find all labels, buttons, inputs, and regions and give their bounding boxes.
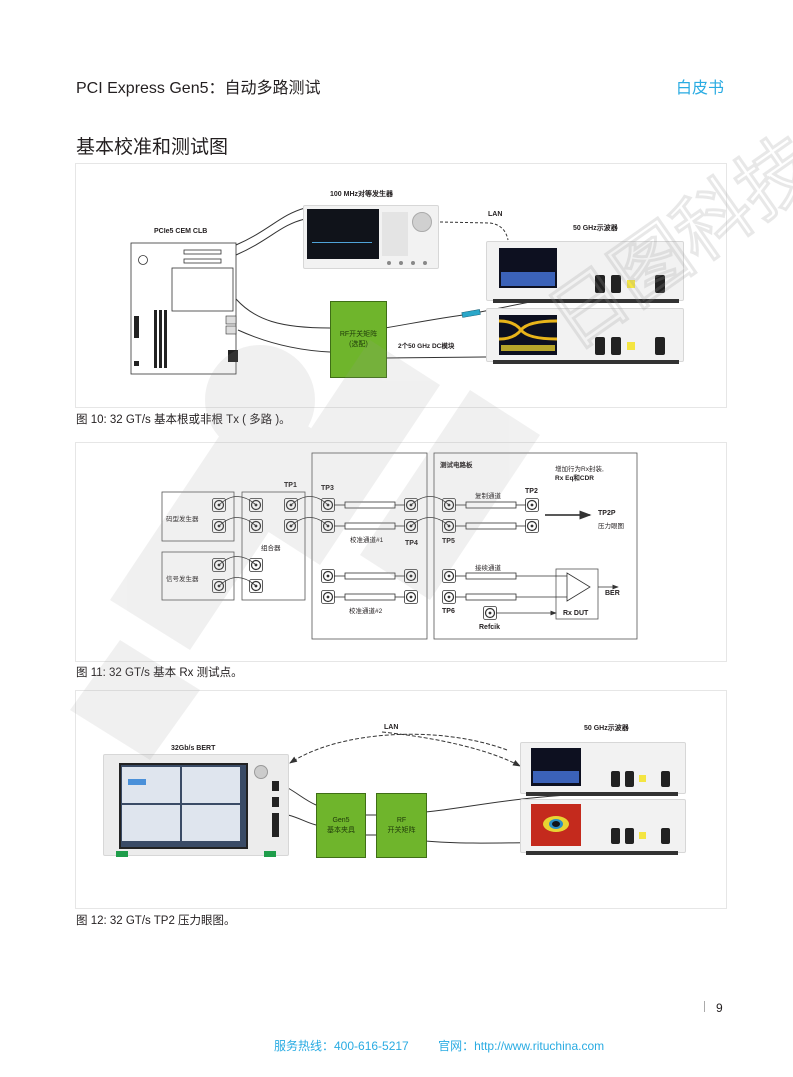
test-board-box (433, 452, 638, 640)
connect-channel-label: 接续通道 (475, 565, 501, 572)
oscilloscope-bottom-base-fig12 (526, 851, 678, 855)
footer-website[interactable]: 官网：http://www.rituchina.com (438, 1039, 605, 1053)
figure-10-frame (75, 163, 727, 408)
fixture-label-line1: Gen5 (332, 817, 350, 825)
scope-label-fig12: 50 GHz示波器 (584, 725, 629, 732)
generator-label: 100 MHz对等发生器 (330, 191, 394, 198)
combiner-box (241, 491, 306, 601)
clb-board (130, 242, 238, 375)
fixture-label-line2: 基本夹具 (327, 826, 355, 834)
ber-label: BER (605, 590, 620, 597)
tp1-label: TP1 (284, 482, 297, 489)
rf-switch-matrix-box: RF开关矩阵 (选配) (330, 301, 387, 378)
tp2-label: TP2 (525, 488, 538, 495)
signal-generator-box (161, 551, 235, 601)
combiner-label: 组合器 (261, 545, 281, 552)
rf-switch-label-line1: RF开关矩阵 (339, 331, 378, 339)
lan-label-fig12: LAN (384, 724, 399, 731)
replica-channel-label: 复制通道 (475, 493, 501, 500)
test-board-label: 测试电路板 (440, 462, 473, 469)
signal-generator-label: 信号发生器 (166, 576, 199, 583)
tp4-label: TP4 (405, 540, 418, 547)
calibration-channel-2-label: 校准通道#2 (349, 608, 383, 615)
rx-dut-box (555, 568, 599, 620)
rf-label-line2: 开关矩阵 (387, 826, 416, 834)
oscilloscope-bottom-image (486, 308, 684, 362)
behavior-note-line1: 增加行为Rx封装, (555, 466, 604, 473)
rf-label-line1: RF (396, 817, 407, 825)
pattern-generator-box (161, 491, 235, 542)
dc-block-1 (461, 309, 481, 318)
figure-10-caption: 图 10: 32 GT/s 基本根或非根 Tx ( 多路 )。 (76, 414, 291, 426)
tp3-label: TP3 (321, 485, 334, 492)
oscilloscope-bottom-image-fig12 (520, 799, 686, 853)
section-title: 基本校准和测试图 (76, 137, 229, 158)
figure-12-frame (75, 690, 727, 909)
pattern-generator-label: 码型发生器 (166, 516, 199, 523)
function-generator-image (303, 205, 439, 269)
bert-label: 32Gb/s BERT (171, 745, 216, 752)
behavior-note-line2: Rx Eq和CDR (555, 475, 595, 482)
figure-11-frame (75, 442, 727, 662)
bert-instrument-image (103, 754, 289, 857)
scope-label: 50 GHz示波器 (573, 225, 618, 232)
rf-switch-matrix-box-fig12: RF 开关矩阵 (376, 793, 427, 858)
stressed-eye-label: 压力眼图 (598, 523, 624, 530)
document-header-title: PCI Express Gen5：自动多路测试 (76, 80, 321, 97)
tp6-label: TP6 (442, 608, 455, 615)
refclk-label: Refcik (479, 624, 501, 631)
oscilloscope-top-base (493, 299, 679, 303)
oscilloscope-bottom-base (493, 360, 679, 364)
page-number-separator (704, 1001, 705, 1012)
footer-hotline: 服务热线：400-616-5217 (274, 1039, 409, 1053)
figure-12-caption: 图 12: 32 GT/s TP2 压力眼图。 (76, 915, 236, 927)
footer: 服务热线：400-616-5217 官网：http://www.rituchin… (274, 1037, 630, 1054)
calibration-board-box (311, 452, 428, 640)
page-number: 9 (716, 1001, 723, 1015)
document-type-tag: 白皮书 (676, 80, 725, 97)
oscilloscope-top-base-fig12 (526, 792, 678, 796)
figure-11-caption: 图 11: 32 GT/s 基本 Rx 测试点。 (76, 667, 243, 679)
oscilloscope-top-image-fig12 (520, 742, 686, 794)
rx-dut-label: Rx DUT (563, 610, 589, 617)
clb-label: PCIe5 CEM CLB (154, 228, 208, 235)
tp2p-label: TP2P (598, 510, 616, 517)
lan-label: LAN (488, 211, 503, 218)
dc-block-label: 2个50 GHz DC模块 (398, 343, 455, 350)
oscilloscope-top-image (486, 241, 684, 301)
rf-switch-label-line2: (选配) (349, 340, 368, 348)
calibration-channel-1-label: 校准通道#1 (350, 537, 384, 544)
gen5-fixture-box: Gen5 基本夹具 (316, 793, 366, 858)
tp5-label: TP5 (442, 538, 455, 545)
